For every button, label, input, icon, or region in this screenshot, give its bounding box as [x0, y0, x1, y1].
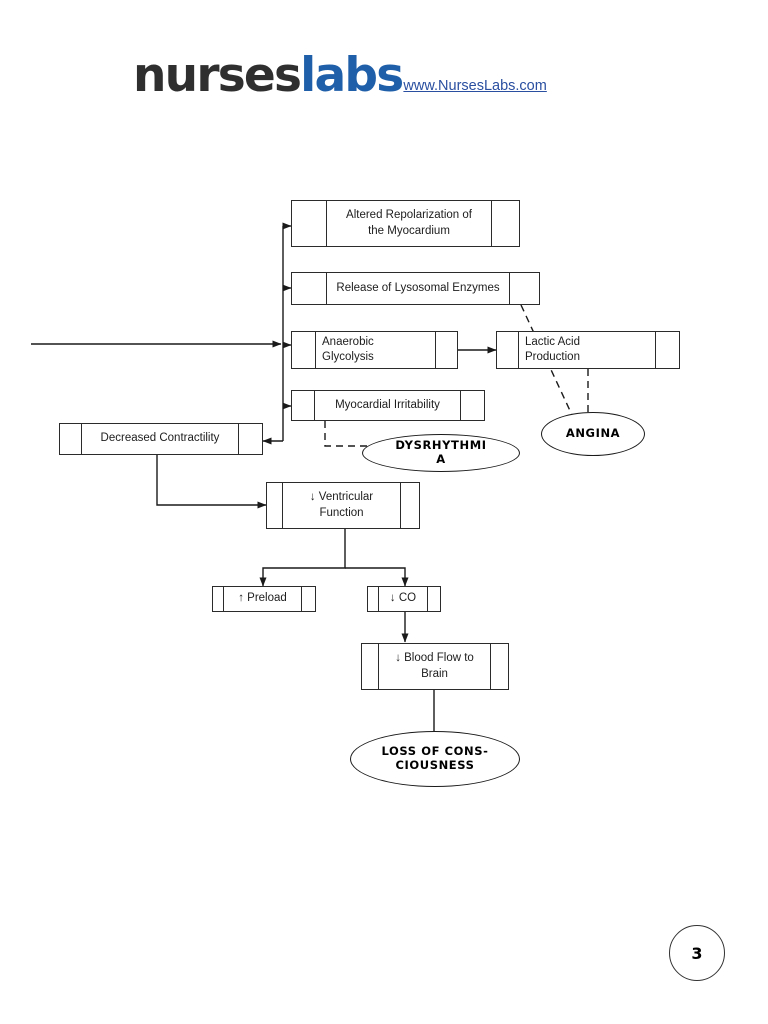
page-number-badge: 3 — [669, 925, 725, 981]
box-right-cell — [490, 644, 508, 689]
node-lysosomal-enzymes-label: Release of Lysosomal Enzymes — [336, 281, 500, 294]
node-loss-of-consciousness-label: LOSS OF CONS-CIOUSNESS — [381, 744, 489, 772]
node-angina-label: ANGINA — [565, 426, 621, 441]
node-preload[interactable]: ↑ Preload — [212, 586, 316, 612]
box-left-cell — [292, 332, 316, 368]
box-right-cell — [435, 332, 457, 368]
logo-text-nurses: nurses — [133, 48, 302, 103]
brand-header: nurseslabs www.NursesLabs.com — [133, 52, 547, 99]
nurseslabs-logo: nurseslabs — [133, 52, 404, 99]
node-lysosomal-enzymes[interactable]: Release of Lysosomal Enzymes — [291, 272, 540, 305]
edge-contractility-to-ventricular-function — [156, 455, 267, 509]
node-loss-of-consciousness[interactable]: LOSS OF CONS-CIOUSNESS — [350, 731, 520, 787]
box-left-cell — [497, 332, 519, 368]
node-decreased-contractility[interactable]: Decreased Contractility — [59, 423, 263, 455]
box-right-cell — [460, 391, 484, 420]
box-left-cell — [292, 201, 327, 246]
edge-ventricular-function-split — [259, 529, 346, 587]
node-cardiac-output-label: ↓ CO — [389, 592, 417, 605]
node-preload-label: ↑ Preload — [238, 592, 287, 605]
node-myocardial-irritability-label: Myocardial Irritability — [335, 398, 440, 411]
node-decreased-contractility-label: Decreased Contractility — [100, 432, 220, 445]
box-left-cell — [368, 587, 379, 611]
edge-irritability-to-dysrhythmia-dashed — [324, 421, 372, 447]
box-right-cell — [427, 587, 440, 611]
box-left-cell — [362, 644, 379, 689]
box-right-cell — [655, 332, 679, 368]
box-right-cell — [491, 201, 519, 246]
box-right-cell — [509, 273, 539, 304]
box-right-cell — [238, 424, 262, 454]
node-myocardial-irritability[interactable]: Myocardial Irritability — [291, 390, 485, 421]
box-left-cell — [292, 273, 327, 304]
logo-text-labs: labs — [300, 48, 404, 103]
box-left-cell — [60, 424, 82, 454]
edge-ventricular-function-to-co — [345, 567, 409, 587]
node-cardiac-output[interactable]: ↓ CO — [367, 586, 441, 612]
node-angina[interactable]: ANGINA — [541, 412, 645, 456]
box-right-cell — [400, 483, 419, 528]
page-number-value: 3 — [691, 943, 703, 963]
box-left-cell — [213, 587, 224, 611]
website-link[interactable]: www.NursesLabs.com — [403, 78, 547, 94]
node-dysrhythmia-label: DYSRHYTHMIA — [395, 438, 487, 466]
box-right-cell — [301, 587, 315, 611]
box-left-cell — [267, 483, 283, 528]
box-left-cell — [292, 391, 315, 420]
node-dysrhythmia[interactable]: DYSRHYTHMIA — [362, 434, 520, 472]
